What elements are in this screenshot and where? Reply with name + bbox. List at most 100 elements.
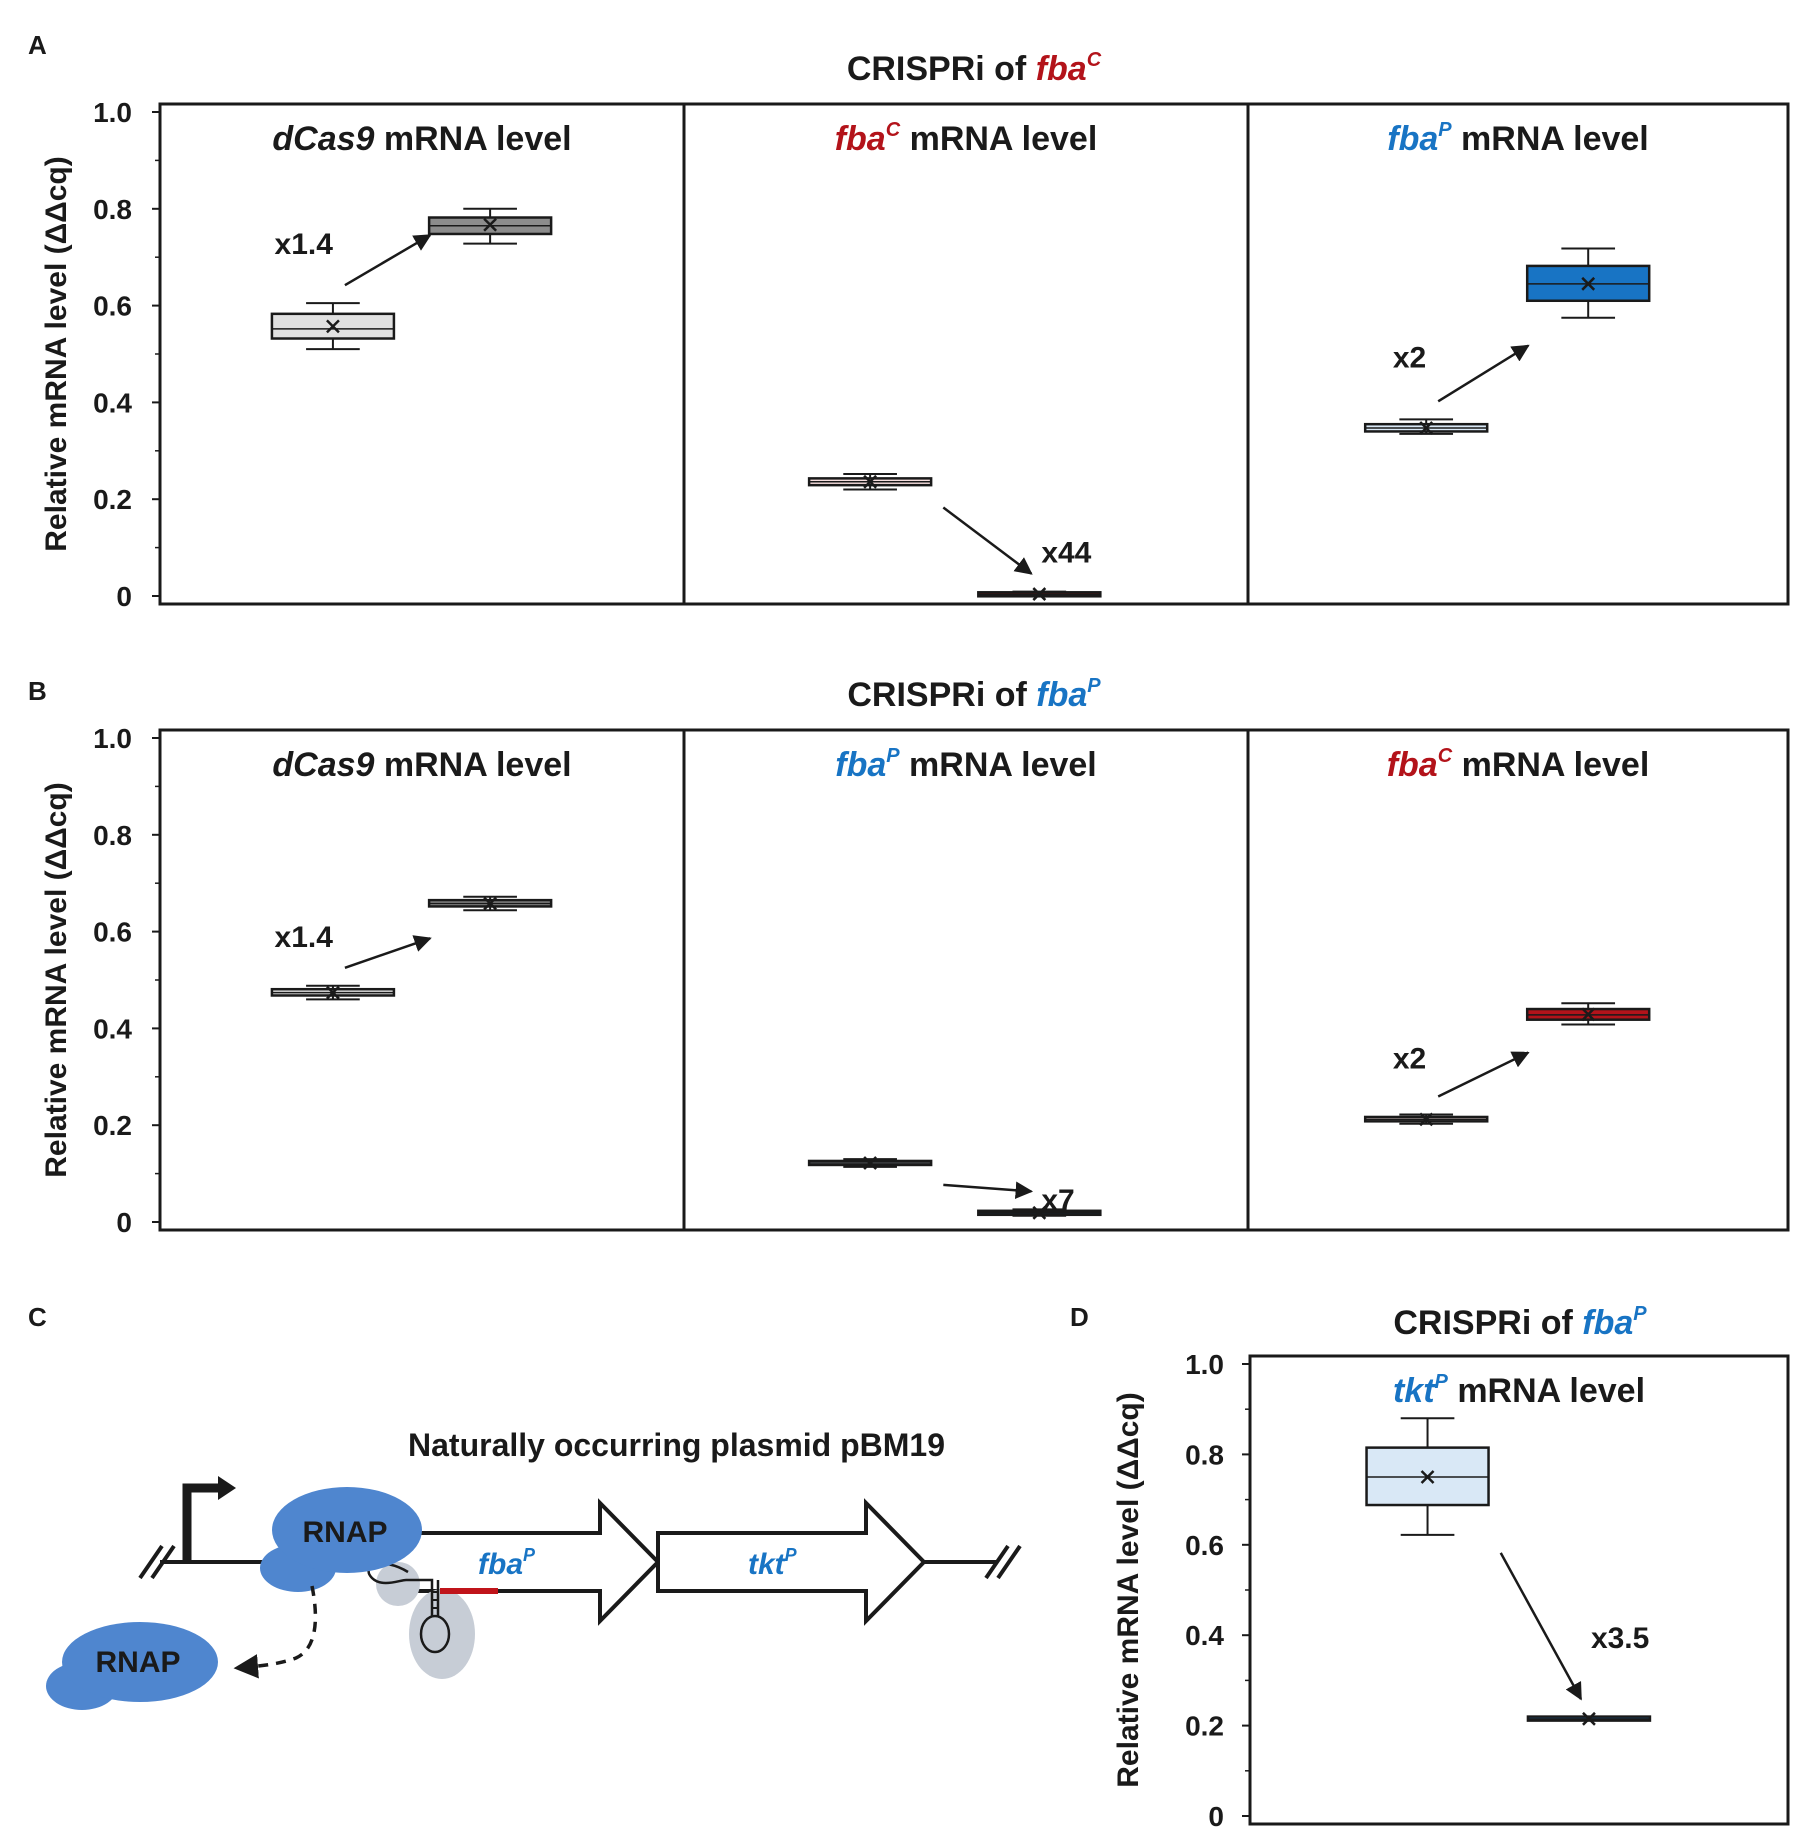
chart-title-prefix: CRISPRi of	[847, 676, 1036, 714]
y-tick-label-d-2: 0.4	[1185, 1620, 1224, 1651]
y-tick-label-b-3: 0.6	[93, 917, 132, 948]
chart-title-d: CRISPRi of fbaP	[1393, 1303, 1647, 1342]
box-a-2-0	[1363, 418, 1489, 435]
box-a-1-0	[807, 473, 933, 491]
box-mean-marker	[1581, 276, 1596, 291]
box-mean-marker	[483, 217, 498, 232]
chart-title-a: CRISPRi of fbaC	[847, 49, 1102, 88]
box-mean-marker	[863, 474, 878, 489]
subplot-label-gene: dCas9	[272, 746, 374, 784]
box-a-2-1	[1525, 247, 1651, 319]
panel-letter-d: D	[1070, 1302, 1089, 1332]
subplot-label-rest: mRNA level	[900, 120, 1097, 158]
subplot-label-gene: fba	[835, 746, 886, 784]
subplot-label-a-0: dCas9 mRNA level	[272, 120, 571, 158]
chart-panel-b: CRISPRi of fbaP00.20.40.60.81.0Relative …	[40, 675, 1790, 1238]
fold-change-label-b-2: x2	[1393, 1043, 1426, 1076]
fold-change-arrow-b-2	[1437, 1051, 1530, 1098]
fold-change-label-a-1: x44	[1041, 537, 1091, 570]
rnap-bound-icon: RNAP	[260, 1487, 422, 1592]
box-mean-marker	[1582, 1711, 1596, 1726]
subplot-label-gene-sup: P	[1438, 119, 1452, 141]
fold-change-label-a-0: x1.4	[275, 228, 334, 261]
box-d-0-0	[1365, 1417, 1490, 1536]
subplot-label-rest: mRNA level	[374, 120, 571, 158]
dcas9-sgrna-complex-icon	[367, 1562, 498, 1679]
plot-frame-a	[158, 102, 1790, 606]
subplot-label-b-1: fbaP mRNA level	[835, 745, 1097, 784]
box-a-0-1	[427, 207, 553, 245]
box-mean-marker	[483, 896, 498, 911]
box-mean-marker	[326, 985, 340, 1000]
panel-letter-c: C	[28, 1302, 47, 1332]
y-tick-label-a-4: 0.8	[93, 194, 132, 225]
box-b-2-0	[1363, 1112, 1489, 1127]
chart-title-gene: fba	[1036, 50, 1087, 88]
chart-panel-a: CRISPRi of fbaC00.20.40.60.81.0Relative …	[40, 49, 1790, 612]
fold-change-arrow-a-1	[942, 506, 1033, 575]
box-body	[270, 312, 396, 340]
chart-panel-d: CRISPRi of fbaP00.20.40.60.81.0Relative …	[1112, 1303, 1790, 1832]
box-b-2-1	[1525, 1002, 1651, 1026]
subplot-label-a-1: fbaC mRNA level	[835, 119, 1098, 158]
subplot-label-gene-sup: P	[886, 745, 900, 767]
subplot-label-gene: dCas9	[272, 120, 374, 158]
fold-change-label-a-2: x2	[1393, 342, 1426, 375]
box-mean-marker	[326, 319, 340, 334]
fold-change-arrow-b-1	[943, 1181, 1034, 1199]
subplot-label-gene-sup: C	[886, 119, 901, 141]
y-tick-label-a-1: 0.2	[93, 484, 132, 515]
gene-label-fbap: fbaP	[478, 1545, 536, 1581]
box-mean-marker	[1420, 1470, 1435, 1484]
subplot-label-b-2: fbaC mRNA level	[1387, 745, 1650, 784]
y-tick-label-d-0: 0	[1208, 1801, 1224, 1832]
box-mean-marker	[1032, 1205, 1047, 1220]
plasmid-title: Naturally occurring plasmid pBM19	[408, 1427, 945, 1463]
subplot-label-rest: mRNA level	[900, 746, 1097, 784]
y-tick-label-a-3: 0.6	[93, 291, 132, 322]
y-tick-label-b-0: 0	[116, 1207, 132, 1238]
rnap-released-label: RNAP	[95, 1646, 180, 1679]
box-a-0-0	[270, 302, 396, 351]
box-mean-marker	[1032, 587, 1047, 601]
chart-title-gene: fba	[1036, 676, 1087, 714]
box-b-0-0	[270, 984, 396, 1001]
y-tick-label-b-4: 0.8	[93, 820, 132, 851]
fold-change-label-d-0: x3.5	[1591, 1622, 1649, 1655]
subplot-label-gene: fba	[1387, 120, 1438, 158]
box-mean-marker	[863, 1156, 878, 1170]
dna-break-left-icon	[138, 1544, 176, 1580]
box-a-1-1	[977, 587, 1102, 601]
y-tick-label-d-5: 1.0	[1185, 1349, 1224, 1380]
fold-change-arrow-d-0	[1499, 1552, 1583, 1701]
box-mean-marker	[1419, 421, 1434, 435]
chart-title-gene-sup: C	[1087, 49, 1102, 71]
y-tick-label-b-2: 0.4	[93, 1013, 132, 1044]
y-tick-label-a-5: 1.0	[93, 97, 132, 128]
rnap-bound-label: RNAP	[302, 1516, 387, 1549]
plot-frame-b	[158, 728, 1790, 1232]
box-b-0-1	[427, 895, 553, 912]
y-tick-label-b-1: 0.2	[93, 1110, 132, 1141]
box-mean-marker	[1419, 1112, 1434, 1127]
subplot-label-rest: mRNA level	[374, 746, 571, 784]
chart-title-gene: fba	[1582, 1304, 1633, 1342]
subplot-label-d-0: tktP mRNA level	[1393, 1371, 1645, 1410]
y-axis-label-b: Relative mRNA level (ΔΔcq)	[40, 782, 73, 1177]
y-tick-label-a-2: 0.4	[93, 387, 132, 418]
fold-change-arrow-b-0	[344, 935, 432, 969]
chart-title-b: CRISPRi of fbaP	[847, 675, 1101, 714]
gene-label-tktp: tktP	[748, 1545, 798, 1581]
rnap-dissociation-arrow	[233, 1585, 318, 1679]
y-tick-label-d-4: 0.8	[1185, 1439, 1224, 1470]
chart-title-prefix: CRISPRi of	[1393, 1304, 1582, 1342]
fold-change-label-b-0: x1.4	[275, 921, 334, 954]
panel-letter-b: B	[28, 676, 47, 706]
y-axis-label-d: Relative mRNA level (ΔΔcq)	[1112, 1392, 1145, 1787]
subplot-label-gene: fba	[1387, 746, 1438, 784]
promoter-arrow-icon	[182, 1476, 236, 1562]
y-tick-label-a-0: 0	[116, 581, 132, 612]
box-b-1-0	[807, 1156, 933, 1170]
box-mean-marker	[1581, 1007, 1596, 1022]
